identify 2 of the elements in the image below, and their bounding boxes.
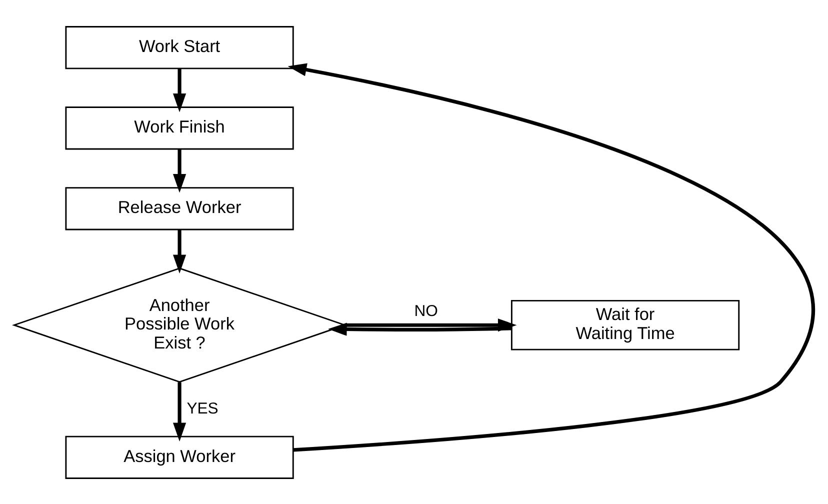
edge-label: NO: [414, 302, 438, 320]
edge-label: YES: [186, 400, 218, 417]
